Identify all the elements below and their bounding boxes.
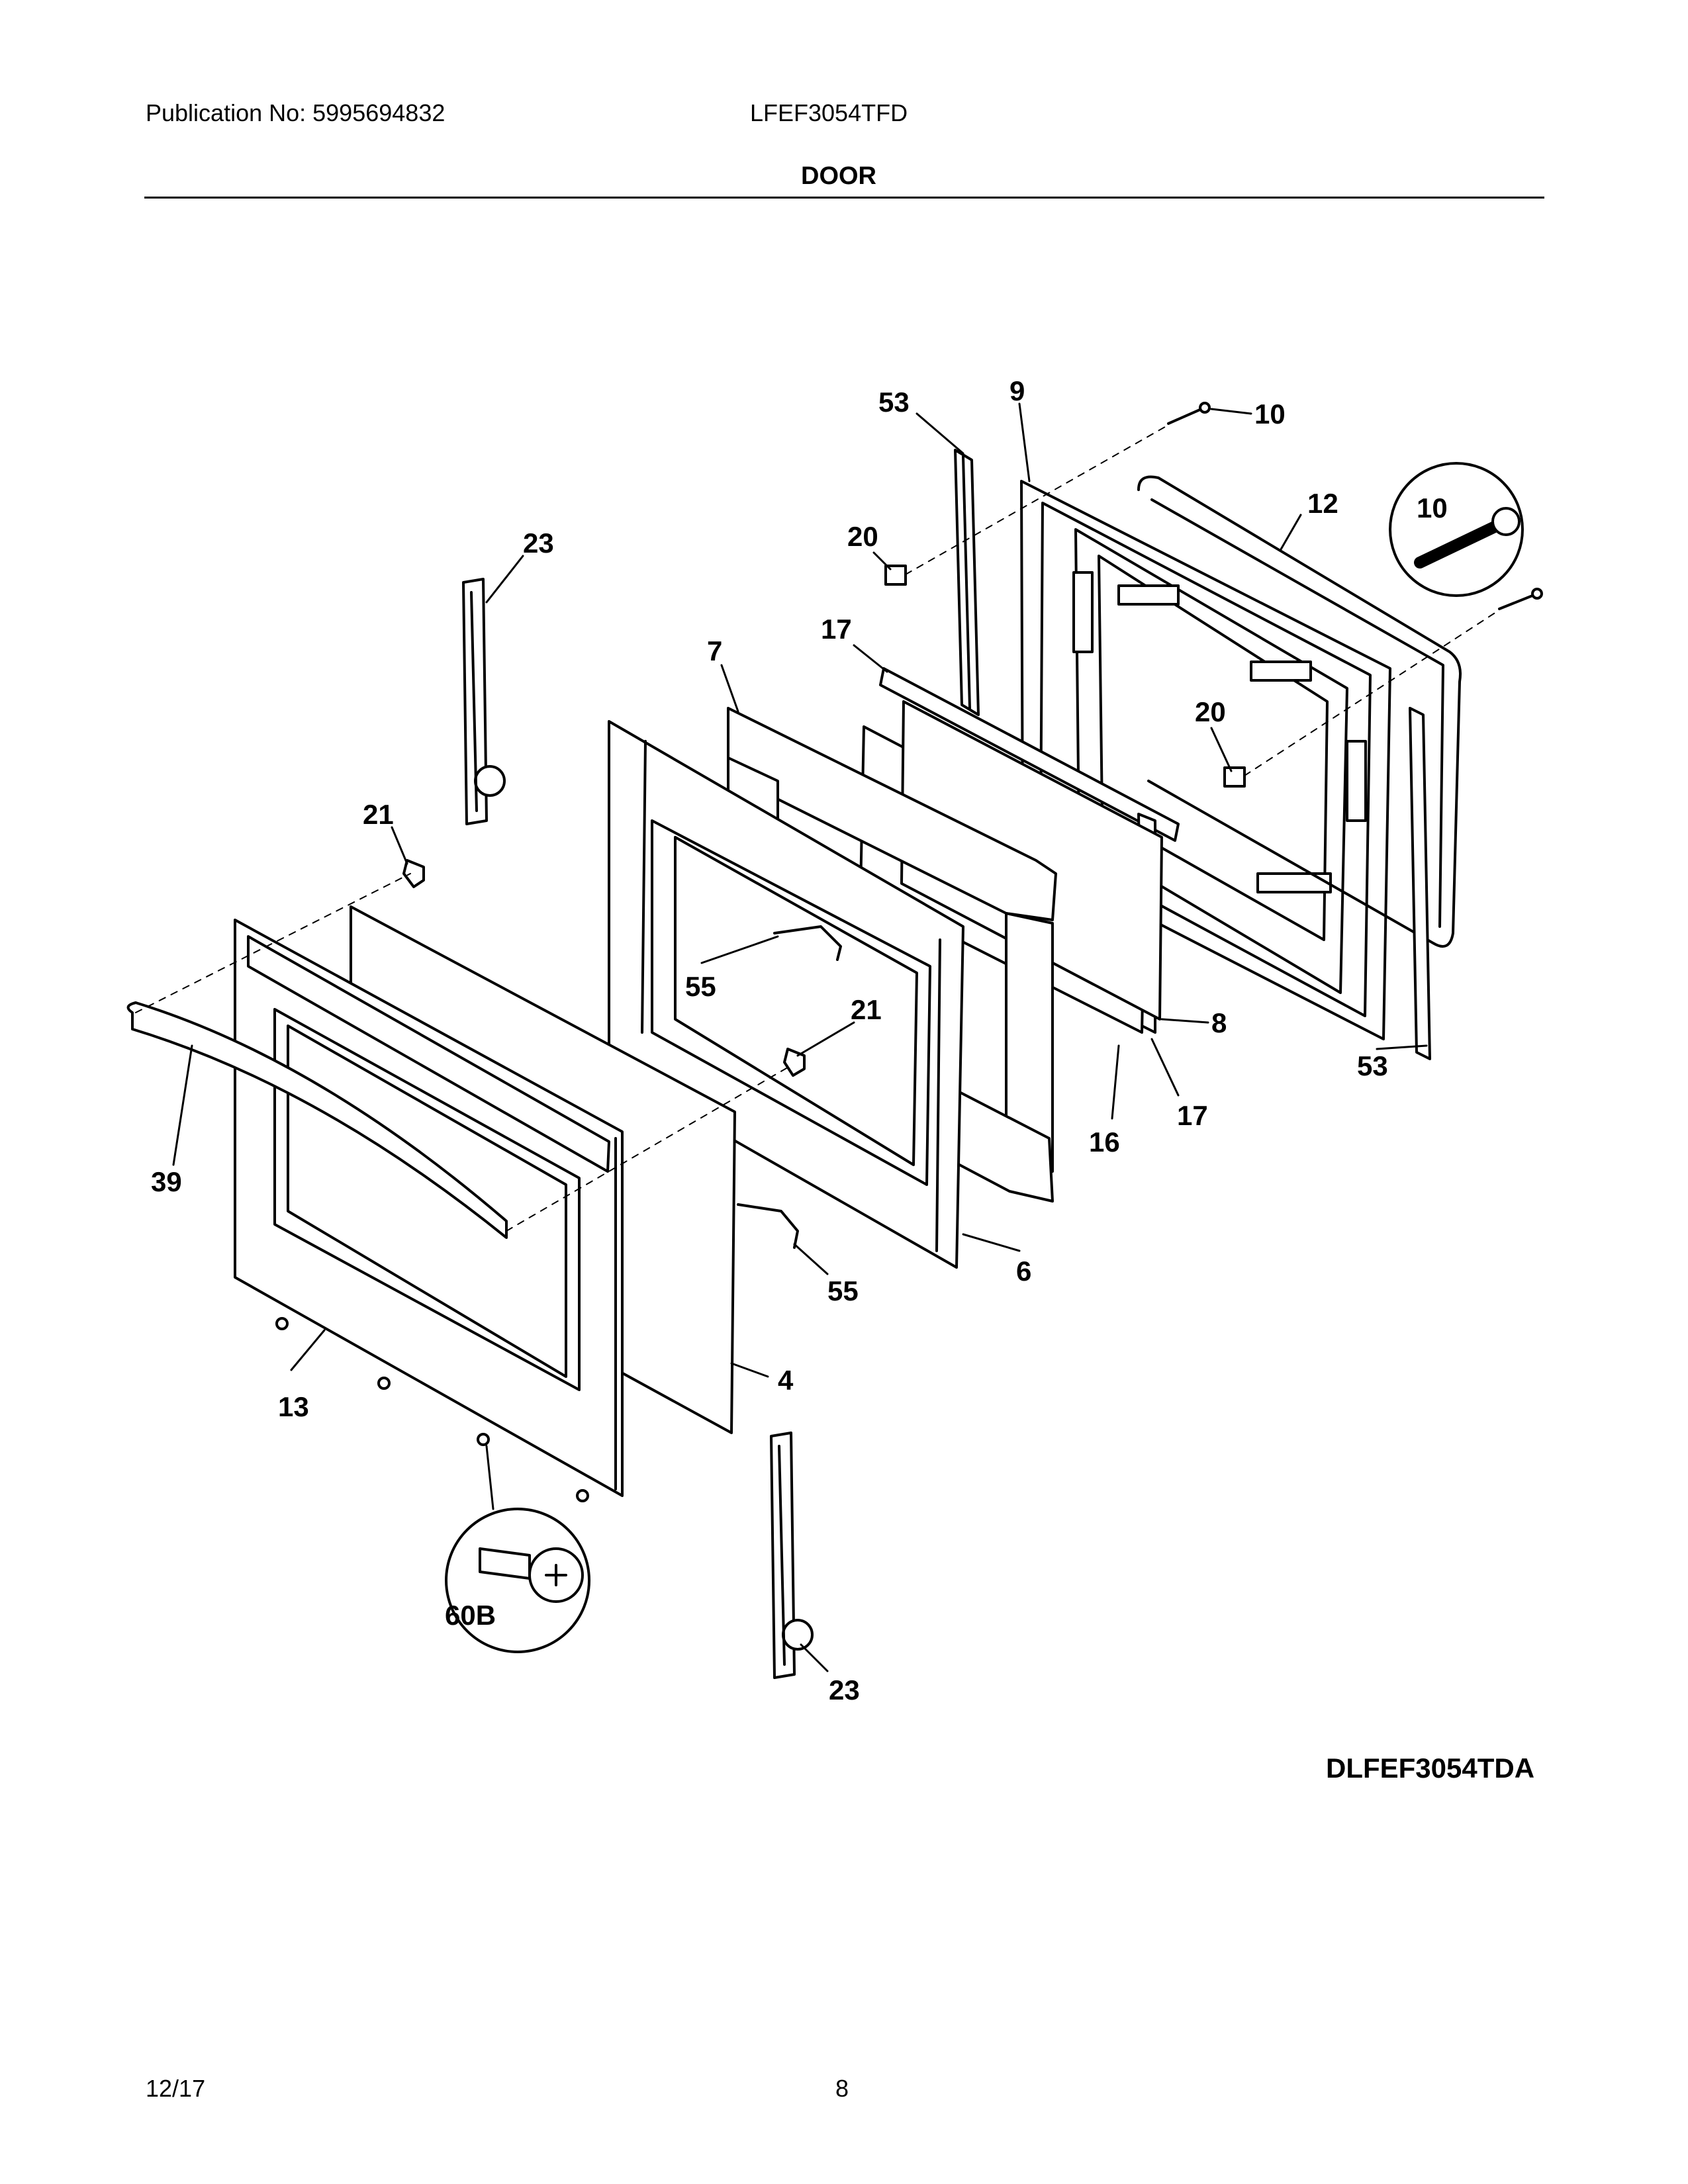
callout-17-lower: 17 [1177,1100,1208,1131]
screw-10-right [1498,588,1543,610]
door-handle-39 [126,1001,508,1239]
hinge-23-upper [462,578,506,825]
callout-6: 6 [1016,1255,1031,1287]
callout-21-center: 21 [851,994,882,1025]
callout-39: 39 [151,1166,182,1197]
hinge-23-lower [770,1432,814,1679]
footer-date: 12/17 [146,2075,206,2102]
inner-door-panel-6 [608,720,964,1269]
callout-21-left: 21 [363,799,394,830]
callout-60b: 60B [445,1600,496,1631]
clip-20-right [1223,766,1246,788]
callout-20-right: 20 [1195,696,1226,727]
screw-detail-bubble-60b [445,1508,590,1653]
callout-13: 13 [278,1391,309,1422]
section-title: DOOR [801,162,876,190]
callout-7: 7 [707,635,722,666]
callout-4: 4 [778,1365,794,1396]
side-trim-strip-53-upper [954,449,980,716]
side-trim-strip-53-lower [1409,707,1431,1060]
header-rule [144,197,1544,199]
callout-10-bubble: 10 [1417,492,1448,523]
callout-53-upper: 53 [878,387,910,418]
screw-10-top [1167,402,1211,425]
callout-8: 8 [1211,1007,1227,1038]
callout-55-upper: 55 [685,971,716,1002]
callout-17-upper: 17 [821,614,852,645]
callout-9: 9 [1009,375,1025,406]
hinge-bracket-55-lower [737,1203,799,1249]
publication-number: Publication No: 5995694832 [146,99,445,126]
bottom-screws [275,1317,589,1502]
model-number: LFEF3054TFD [750,99,908,126]
callout-10-top: 10 [1254,398,1286,430]
callout-20-top: 20 [847,521,878,552]
plug-21-left [402,859,425,888]
page-number: 8 [835,2075,849,2102]
leader-lines [172,402,1428,1672]
diagram-id: DLFEF3054TDA [1326,1752,1535,1784]
callout-16: 16 [1089,1126,1120,1158]
outer-door-panel-13 [234,919,624,1497]
callout-23-lower: 23 [829,1674,860,1706]
screw-detail-bubble-10 [1389,462,1524,597]
callout-12: 12 [1307,488,1338,519]
callout-53-lower: 53 [1357,1050,1388,1081]
hinge-bracket-55-upper [773,925,842,961]
callout-55-lower: 55 [827,1275,859,1306]
door-gasket-12 [1137,475,1462,948]
callout-23-upper: 23 [523,527,554,559]
alignment-lines [135,426,1497,1232]
